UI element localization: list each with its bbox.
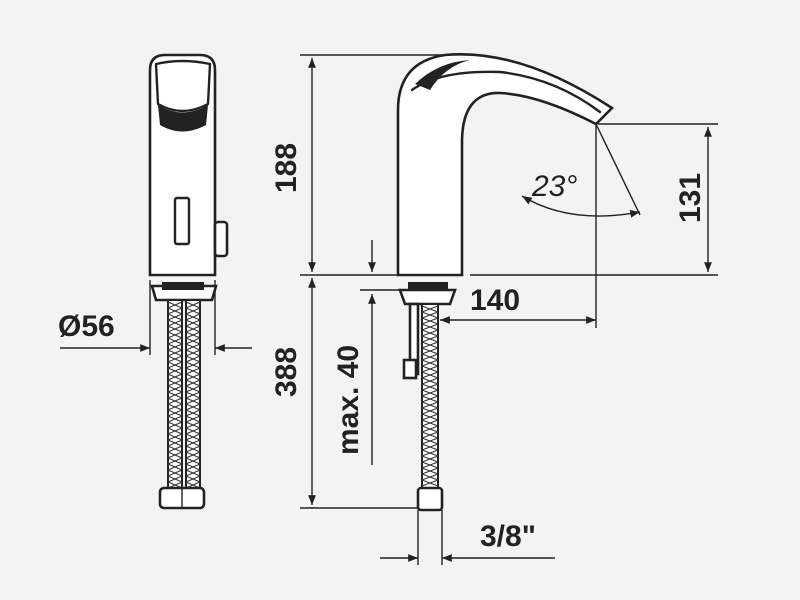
height-label: 188 [270,143,303,193]
head-outline [154,59,212,113]
base-washer-side [408,282,448,291]
hose-length-label: 388 [270,347,303,397]
side-view: 188 388 max. 40 131 140 23° 3/8" [270,53,718,565]
thread-label: 3/8" [480,520,536,553]
spout-dark-shade [415,60,470,90]
base-washer-front [162,282,204,290]
sensor-window-icon [173,196,191,246]
front-view: Ø56 [58,53,252,510]
spout-height-label: 131 [674,173,707,223]
diameter-label: Ø56 [58,310,115,343]
base-nut-side [398,288,457,306]
faucet-body-front [148,53,217,277]
faucet-body-side [396,53,615,277]
hose-braid-side [421,305,439,487]
hose-fitting-side [416,486,444,512]
side-button [213,220,229,258]
max-thickness-label: max. 40 [332,345,365,455]
angle-label: 23° [531,170,577,203]
valve-stub [402,358,418,380]
reach-label: 140 [470,284,520,317]
sensor-head [158,105,208,132]
angle-arc [521,195,641,218]
